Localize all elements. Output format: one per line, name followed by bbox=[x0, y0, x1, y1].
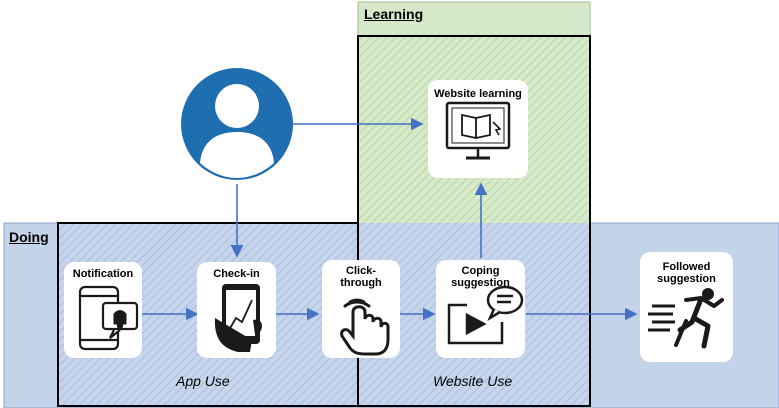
monitor-book-icon bbox=[445, 101, 511, 160]
pointing-hand-icon bbox=[340, 298, 390, 356]
followed-suggestion-label: Followed suggestion bbox=[657, 261, 716, 285]
notification-label: Notification bbox=[72, 268, 134, 280]
followed-suggestion-box bbox=[640, 252, 733, 362]
website-use-box bbox=[357, 35, 591, 407]
website-learning-label: Website learning bbox=[434, 88, 522, 100]
running-person-icon bbox=[648, 288, 724, 349]
app-use-label: App Use bbox=[176, 373, 230, 389]
hand-phone-chart-icon bbox=[214, 284, 262, 352]
click-through-label: Click- through bbox=[340, 265, 382, 289]
learning-label: Learning bbox=[364, 6, 424, 22]
coping-suggestion-label: Coping suggestion bbox=[451, 265, 510, 289]
user-icon bbox=[181, 68, 293, 180]
phone-bell-icon bbox=[78, 285, 139, 351]
website-use-label: Website Use bbox=[433, 373, 513, 389]
video-chat-icon bbox=[447, 285, 524, 345]
check-in-label: Check-in bbox=[213, 268, 260, 280]
doing-label: Doing bbox=[9, 229, 49, 245]
